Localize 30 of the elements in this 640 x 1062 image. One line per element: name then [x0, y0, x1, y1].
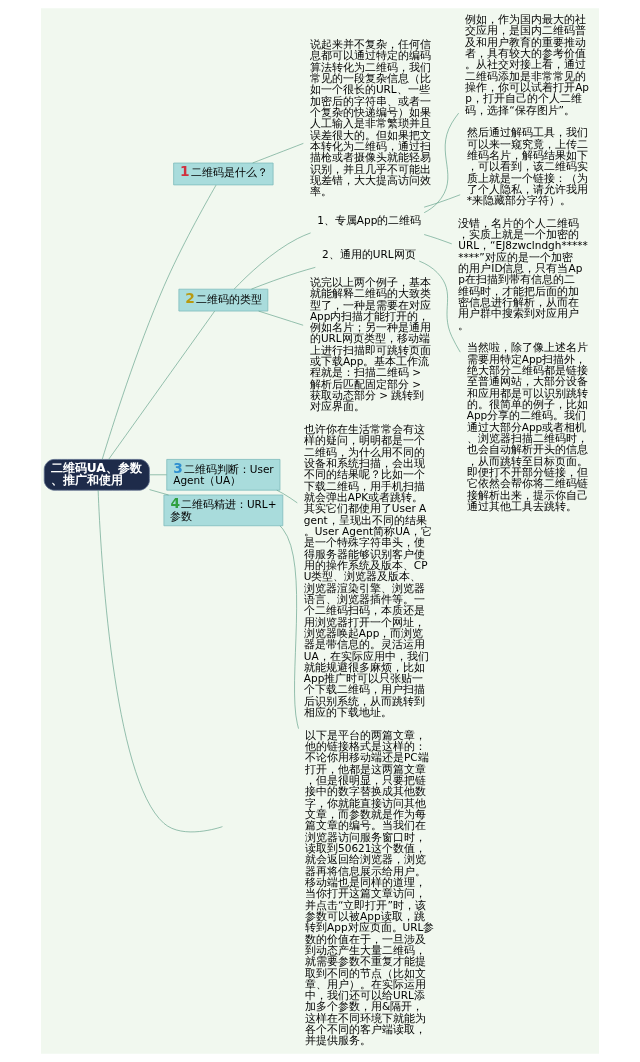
connector — [423, 194, 461, 208]
node-text: 2、通用的URL网页 — [322, 247, 416, 260]
node-text: 以下是平台的两篇文章，他的链接格式是这样的：不论你用移动端还是PC端打开，他都是这两篇文章，但是很明显，只要把链接中的数字替换成其他数字，你就能直接访问其他文章，而参数就是作为每篇文章的编号。当我们在浏览器访问服务窗口时，读取到50621这个数值，就会返回给浏览器，浏览器再将信息展示给用户。移动端也是同样的道理，当你打开这篇文章访问，并点击“立即打开”时，该参数可以被App读取，跳转到App对应页面。URL参数的价值在于，一旦涉及到动态产生大量二维码，就需要参数不重复才能提取到不同的节点（比如文章、用户）。在实际运用中，我们还可以给URL添加多个参数，用&隔开，这样在不同环境下就能为各个不同的客户端读取，并提供服务。 — [305, 728, 435, 1047]
connector — [149, 474, 167, 476]
node-box: 4二维码精进：URL+参数 — [163, 494, 284, 527]
node-text: 没错，名片的个人二维码，实质上就是一个加密的URL，“EJ8zwclndgh*********”对应的是一个加密的用户ID信息，只有当App在扫描到带有信息的二维码时，才能把后面的加密信息进行解析，从而在用户群中搜索到对应用户。 — [458, 216, 588, 331]
connector — [423, 234, 453, 245]
connector — [279, 525, 299, 729]
node-text: 1、专属App的二维码 — [317, 213, 422, 226]
node-text: 当然啦，除了像上述名片需要用特定App扫描外，绝大部分二维码都是链接至普通网站，大部分设备和应用都是可以识别跳转的。很简单的例子，比如App分享的二维码。我们通过大部分App或者相机、浏览器扫描二维码时，也会自动解析开头的信息，从而跳转至目标页面。即便打不开部分链接，但它依然会帮你将二维码链接解析出来，提示你自己通过其他工具去跳转。 — [466, 341, 588, 512]
connector — [258, 310, 304, 326]
node-box: 1二维码是什么？ — [173, 162, 274, 186]
connector — [251, 267, 316, 290]
node-text: 说起来并不复杂，任何信息都可以通过特定的编码算法转化为二维码，我们常见的一段复杂信息（比如一个很长的URL、一些加密后的字符串、或者一个复杂的快递编号）如果人工输入是非常繁琐并且误差很大的。但如果把文本转化为二维码，通过扫描枪或者摄像头就能轻易识别，并且几乎不可能出现差错，大大提高访问效率。 — [309, 38, 431, 198]
connector — [418, 260, 461, 353]
connector — [101, 184, 217, 460]
node-text: 也许你在生活常常会有这样的疑问，明明都是一个二维码，为什么用不同的设备和系统扫描，会出现不同的结果呢？比如一个下载二维码，用手机扫描就会弹出APK或者跳转。其实它们都使用了User Agent，呈现出不同的结果。User Agent简称UA，它是一个特殊字符串头，使得服务器能够识别客户使用的操作系统及版本、CPU类型、浏览器及版本、浏览器渲染引擎、浏览器语言、浏览器插件等。一个二维码扫码，本质还是用浏览器打开一个网址，浏览器唤起App，而浏览器是带信息的。灵活运用UA，在实际应用中，我们就能规避很多麻烦，比如App推广时可以只张贴一个下载二维码，用户扫描后识别系统，从而跳转到相应的下载地址。 — [303, 423, 433, 719]
node-box: 二维码UA、参数、推广和使用 — [43, 459, 150, 491]
node-text: 说完以上两个例子，基本就能解释二维码的大致类型了，一种是需要在对应App内扫描才能打开的，例如名片；另一种是通用的URL网页类型，移动端上进行扫描即可跳转页面或下载App。基本工作流程就是：扫描二维码 > 解析后匹配固定部分 > 获取动态部分 > 跳转到对应界面。 — [309, 275, 431, 413]
connector — [108, 310, 215, 460]
connector — [423, 112, 459, 213]
connector — [233, 232, 311, 290]
connector — [276, 489, 298, 504]
node-box: 2二维码的类型 — [178, 288, 269, 312]
connector — [97, 489, 223, 833]
connector — [149, 489, 169, 496]
node-text: 然后通过解码工具，我们可以来一窥究竟，上传二维码名片，解码结果如下，可以看到，该二维码实质上就是一个链接：（为了个人隐私，请允许我用*来隐藏部分字符）。 — [466, 126, 588, 207]
node-box: 3二维码判断：User Agent（UA） — [166, 459, 281, 491]
connector — [252, 143, 304, 164]
node-text: 例如，作为国内最大的社交应用，是国内二维码普及和用户教育的重要推动者，具有较大的参考价值。从社交对接上看，通过二维码添加是非常常见的操作，你可以试着打开App，打开自己的个人二维码，选择“保存图片”。 — [465, 13, 590, 116]
